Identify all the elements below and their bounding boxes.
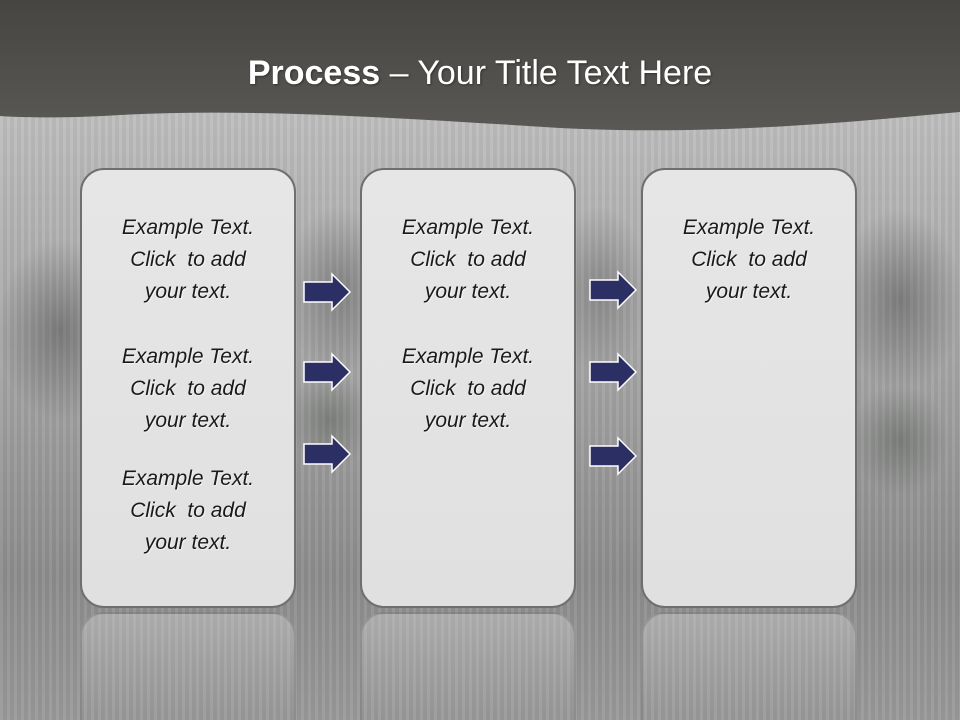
title-rest-text: – Your Title Text Here: [380, 54, 713, 92]
text-line: your text.: [424, 280, 512, 303]
panel-text-block[interactable]: Example Text. Click to add your text.: [82, 212, 294, 308]
text-line: Example Text.: [121, 216, 255, 239]
right-arrow-icon[interactable]: [302, 272, 352, 312]
text-line: Click to add: [130, 377, 246, 400]
panel-text-block[interactable]: Example Text. Click to add your text.: [82, 341, 294, 437]
text-line: Example Text.: [121, 345, 255, 368]
text-line: Click to add: [691, 248, 807, 271]
header-banner: [0, 0, 960, 131]
right-arrow-icon[interactable]: [588, 270, 638, 310]
right-arrow-icon[interactable]: [588, 436, 638, 476]
panel-reflection: [80, 612, 296, 720]
panel-text-block[interactable]: Example Text. Click to add your text.: [362, 212, 574, 308]
slide-title[interactable]: Process – Your Title Text Here: [0, 54, 960, 93]
text-line: Click to add: [410, 248, 526, 271]
process-panel-3[interactable]: Example Text. Click to add your text.: [641, 168, 857, 608]
text-line: your text.: [144, 409, 232, 432]
text-line: Click to add: [130, 499, 246, 522]
panel-text-block[interactable]: Example Text. Click to add your text.: [82, 463, 294, 559]
panel-reflection: [360, 612, 576, 720]
text-line: your text.: [705, 280, 793, 303]
text-line: your text.: [424, 409, 512, 432]
text-line: Example Text.: [121, 467, 255, 490]
panel-text-block[interactable]: Example Text. Click to add your text.: [643, 212, 855, 308]
text-line: your text.: [144, 280, 232, 303]
title-bold-text: Process: [247, 54, 381, 92]
panel-text-block[interactable]: Example Text. Click to add your text.: [362, 341, 574, 437]
process-panel-2[interactable]: Example Text. Click to add your text. Ex…: [360, 168, 576, 608]
text-line: Example Text.: [682, 216, 816, 239]
panel-reflection: [641, 612, 857, 720]
right-arrow-icon[interactable]: [302, 352, 352, 392]
right-arrow-icon[interactable]: [302, 434, 352, 474]
right-arrow-icon[interactable]: [588, 352, 638, 392]
text-line: your text.: [144, 531, 232, 554]
text-line: Example Text.: [401, 345, 535, 368]
text-line: Click to add: [130, 248, 246, 271]
text-line: Example Text.: [401, 216, 535, 239]
process-panel-1[interactable]: Example Text. Click to add your text. Ex…: [80, 168, 296, 608]
text-line: Click to add: [410, 377, 526, 400]
